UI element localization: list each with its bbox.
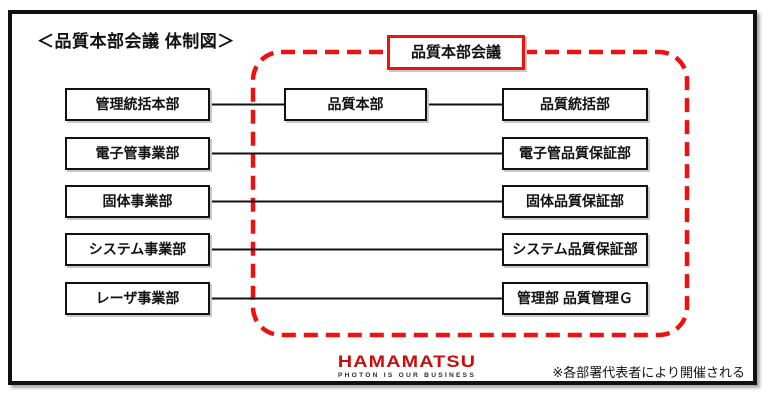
org-box-quality-hq: 品質本部 xyxy=(284,88,427,121)
org-box-right: 管理部 品質管理Ｇ xyxy=(502,282,648,315)
org-box-label: 電子管事業部 xyxy=(95,145,180,161)
org-box-left: システム事業部 xyxy=(65,233,210,266)
org-box-label: 電子管品質保証部 xyxy=(519,145,631,161)
org-box-right: 固体品質保証部 xyxy=(502,185,648,218)
meeting-box-label: 品質本部会議 xyxy=(410,44,501,61)
org-box-left: レーザ事業部 xyxy=(65,282,210,315)
org-box-label: 品質統括部 xyxy=(540,96,610,112)
org-box-left: 管理統括本部 xyxy=(65,88,210,121)
org-box-label: システム品質保証部 xyxy=(512,241,638,257)
org-box-label: 管理部 品質管理Ｇ xyxy=(517,290,633,306)
org-box-left: 電子管事業部 xyxy=(65,137,210,170)
org-box-label: 固体事業部 xyxy=(102,193,173,209)
org-box-label: システム事業部 xyxy=(88,241,187,257)
outer-frame xyxy=(8,10,757,385)
org-box-right: システム品質保証部 xyxy=(502,233,648,266)
org-box-left: 固体事業部 xyxy=(65,185,210,218)
org-box-label: 品質本部 xyxy=(327,96,384,112)
org-box-right: 品質統括部 xyxy=(502,88,648,121)
hamamatsu-logo-tagline: PHOTON IS OUR BUSINESS xyxy=(337,372,477,379)
org-box-label: 管理統括本部 xyxy=(95,96,180,112)
hamamatsu-logo: HAMAMATSU PHOTON IS OUR BUSINESS xyxy=(336,353,478,379)
footnote: ※各部署代表者により開催される xyxy=(552,365,745,380)
org-box-right: 電子管品質保証部 xyxy=(502,137,648,170)
diagram-title: ＜品質本部会議 体制図＞ xyxy=(37,32,235,51)
org-box-label: 固体品質保証部 xyxy=(526,193,624,209)
hamamatsu-logo-wordmark: HAMAMATSU xyxy=(337,352,477,371)
meeting-box: 品質本部会議 xyxy=(387,35,525,70)
org-box-label: レーザ事業部 xyxy=(95,290,180,306)
